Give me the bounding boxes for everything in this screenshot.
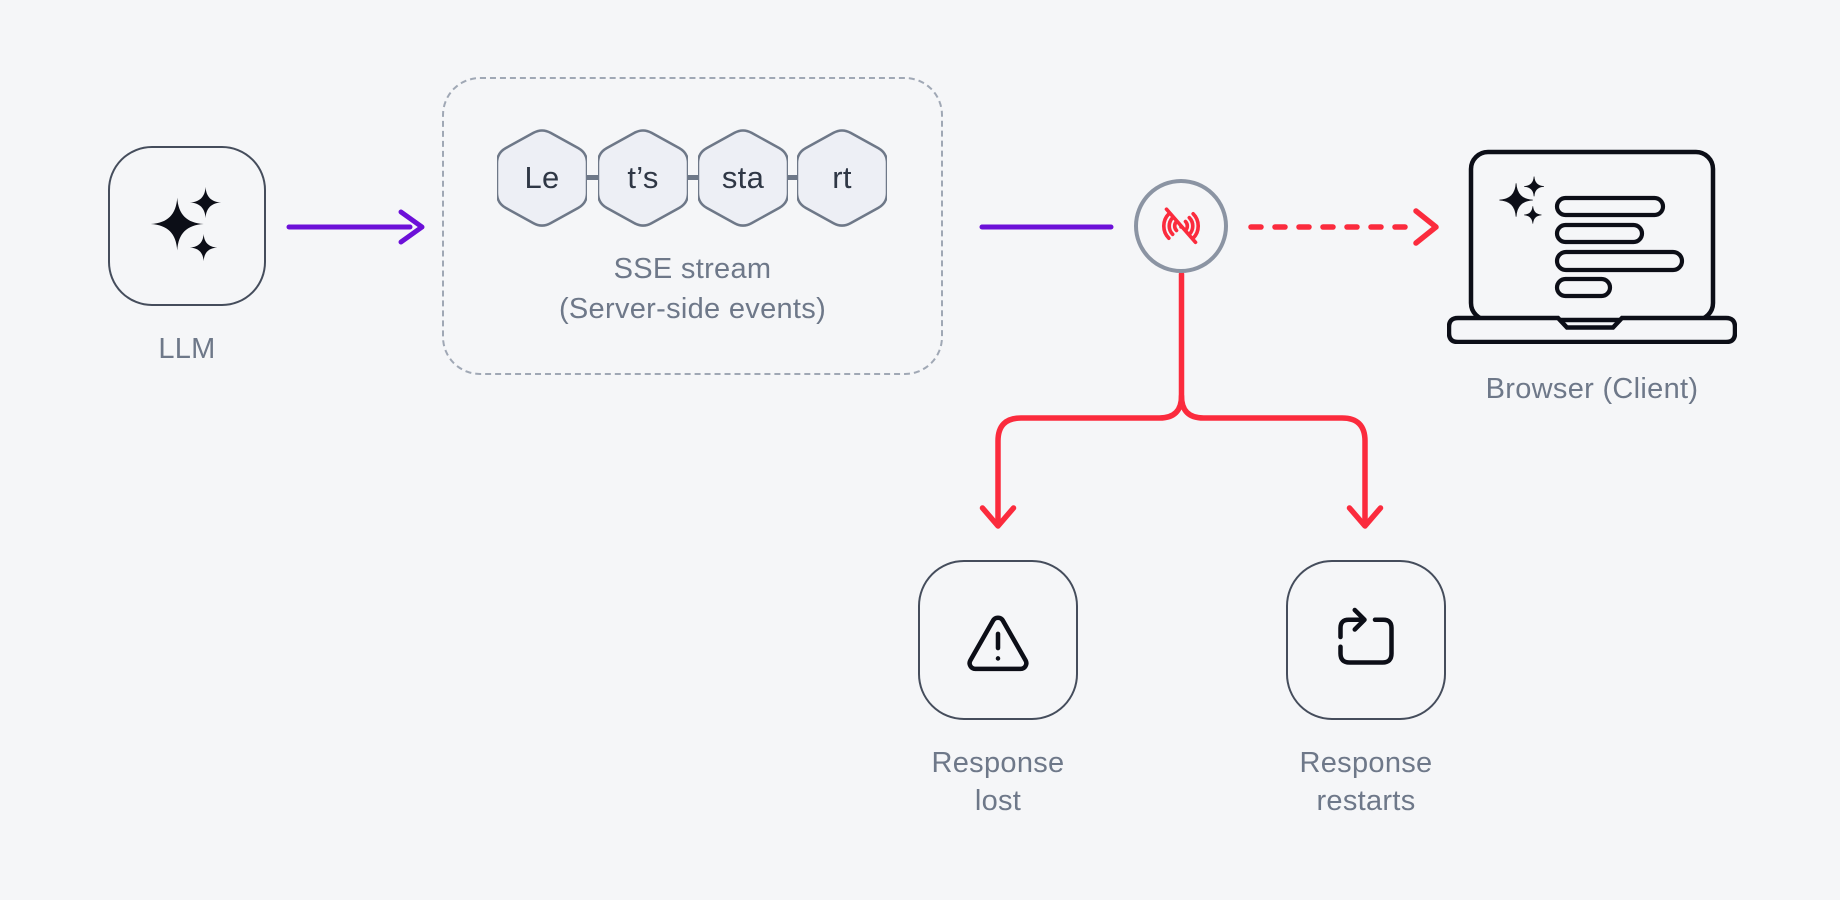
token-label: rt [832, 160, 852, 195]
token-hexagon: Le [497, 128, 587, 228]
token-hexagon: t’s [598, 128, 688, 228]
hex-connector [581, 175, 603, 180]
llm-label: LLM [158, 333, 216, 365]
hex-connector [780, 175, 802, 180]
token-label: t’s [627, 160, 659, 195]
token-label: Le [524, 160, 560, 195]
sse-subtitle: (Server-side events) [558, 293, 827, 325]
sparkles-icon [150, 186, 222, 262]
split-connector [979, 271, 1384, 529]
alert-triangle-icon [967, 615, 1029, 671]
token-label: sta [721, 160, 765, 195]
disconnect-node [1134, 179, 1228, 273]
laptop-icon [1447, 149, 1737, 344]
response-restarts-node [1286, 560, 1446, 720]
sse-stream-container [442, 77, 943, 375]
text-line-bar [1554, 276, 1613, 299]
arrow-llm-to-sse [286, 209, 425, 245]
browser-label: Browser (Client) [1485, 373, 1699, 405]
text-line-bar [1554, 222, 1645, 245]
token-hexagon: sta [698, 128, 788, 228]
response-lost-node [918, 560, 1078, 720]
repeat-square-icon [1338, 607, 1394, 665]
text-line-bar [1554, 195, 1666, 218]
signal-off-icon [1161, 207, 1201, 245]
response-restarts-label: Response restarts [1299, 747, 1433, 817]
sparkles-icon [1499, 176, 1544, 224]
sse-title: SSE stream [613, 253, 772, 285]
hex-connector [682, 175, 704, 180]
token-hexagon: rt [797, 128, 887, 228]
response-lost-label: Response lost [931, 747, 1065, 817]
text-line-bar [1554, 249, 1685, 273]
arrow-disconnect-to-browser [1248, 208, 1439, 246]
llm-node [108, 146, 266, 306]
